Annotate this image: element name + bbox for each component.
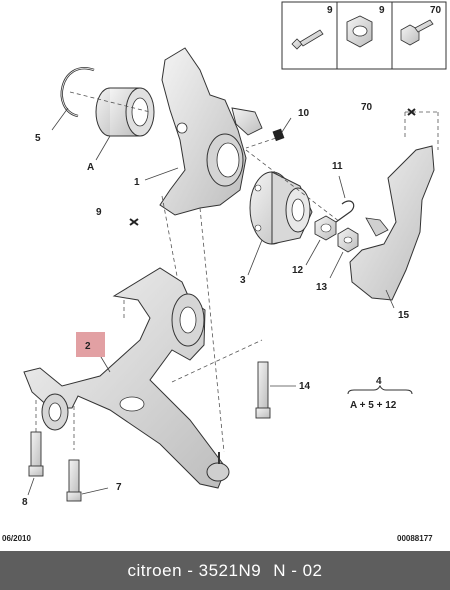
callout-7: 7 (116, 482, 122, 493)
callout-11: 11 (332, 161, 343, 172)
circlip-part (51, 67, 95, 131)
nut-icon (346, 15, 373, 48)
bolt-7-part (66, 459, 109, 502)
callout-8: 8 (22, 497, 28, 508)
callout-15: 15 (398, 310, 410, 321)
callout-14: 14 (299, 381, 311, 392)
callout-2: 2 (85, 341, 91, 352)
hub-nut-part (305, 215, 337, 266)
formula-brace (347, 384, 413, 395)
formula-number: 4 (376, 376, 382, 387)
dashed-guides (35, 91, 439, 453)
nut-10-marker (272, 128, 285, 142)
callout-3: 3 (240, 275, 246, 286)
screw-icon (400, 19, 434, 46)
date-label: 06/2010 (2, 534, 31, 543)
control-arm-part (23, 267, 230, 489)
bolt-14-part (255, 361, 296, 419)
wheel-bearing-part (95, 87, 155, 161)
footer-part-number: citroen - 3521N9 (127, 560, 262, 580)
reference-label: 00088177 (397, 534, 433, 543)
formula-expression: A + 5 + 12 (350, 400, 397, 411)
callout-13: 13 (316, 282, 328, 293)
bolt-icon (291, 29, 324, 50)
highlight-box (76, 332, 105, 357)
callout-70: 70 (361, 102, 373, 113)
callout-12: 12 (292, 265, 304, 276)
wheel-hub-part (247, 171, 313, 276)
callout-a: A (87, 162, 94, 173)
split-pin-part (335, 175, 355, 223)
callout-1: 1 (134, 177, 140, 188)
inset-label-70: 70 (430, 5, 442, 16)
steering-knuckle-part (144, 47, 263, 216)
footer-bar: citroen - 3521N9 N - 02 (0, 551, 450, 590)
inset-label-9b: 9 (379, 5, 385, 16)
inset-label-9: 9 (327, 5, 333, 16)
inset-box: 9 9 70 (281, 1, 447, 70)
star-markers (129, 108, 416, 226)
callout-9: 9 (96, 207, 102, 218)
callout-10: 10 (298, 108, 310, 119)
brake-shield-part (349, 145, 435, 309)
callout-5: 5 (35, 133, 41, 144)
footer-code: N - 02 (273, 560, 323, 580)
diagram-canvas: 9 9 70 (2, 1, 447, 543)
nut-lock-part (329, 227, 359, 279)
bolt-8-part (27, 431, 44, 496)
